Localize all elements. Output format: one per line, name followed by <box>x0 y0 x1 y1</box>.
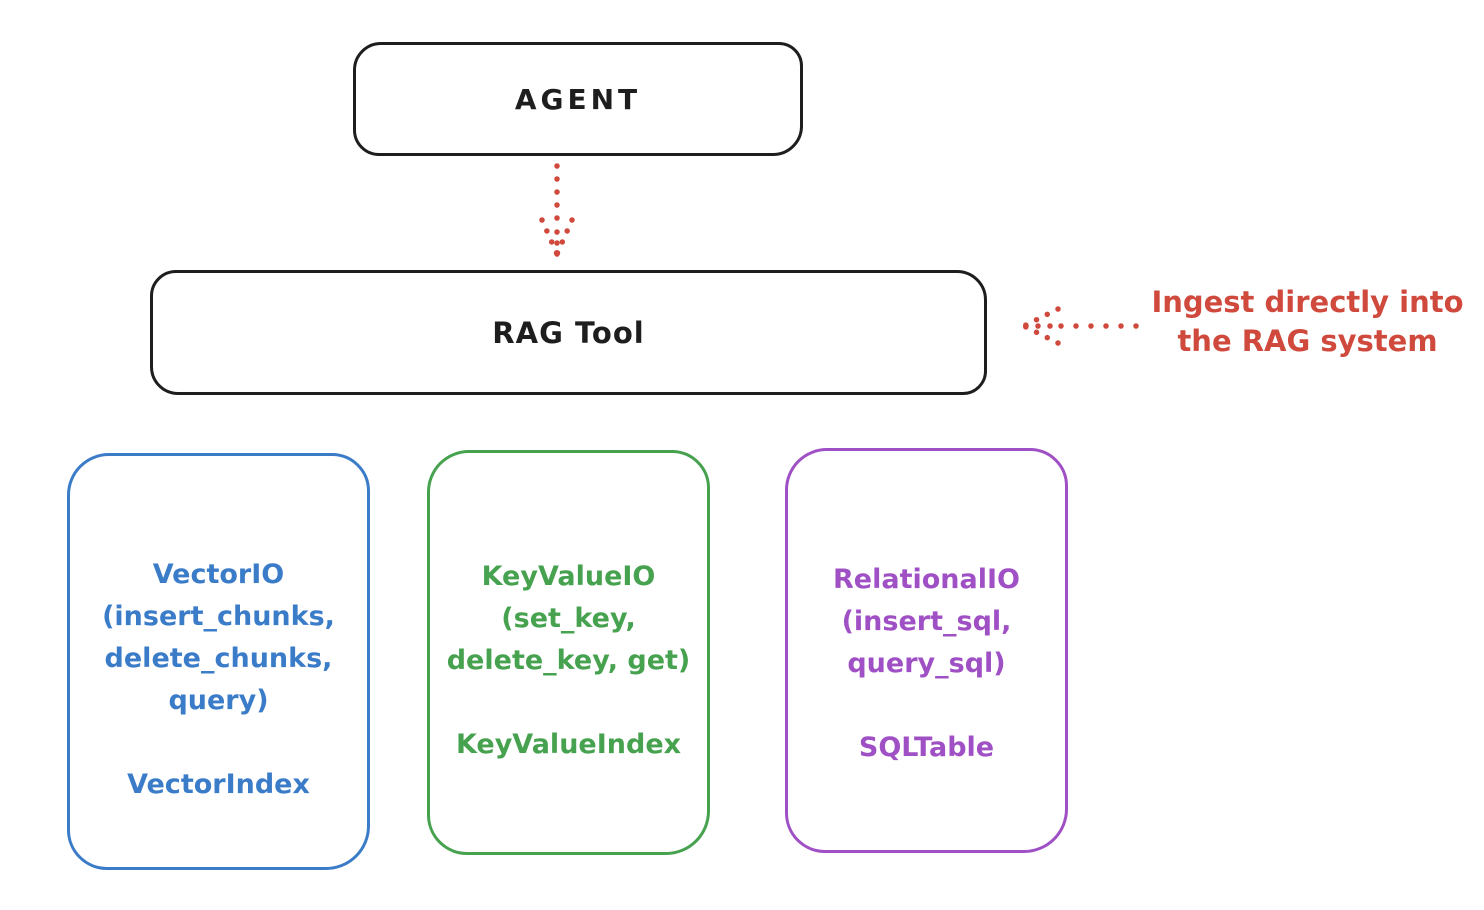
keyvalue-io-line: delete_key, get) <box>446 645 691 676</box>
agent-to-rag-dotted-arrow-icon <box>527 158 587 266</box>
vector-io-line: VectorIO <box>152 559 285 590</box>
ingest-annotation-line1: Ingest directly into <box>1151 285 1464 319</box>
agent-label: AGENT <box>514 82 642 116</box>
relational-io-line: RelationalIO <box>833 564 1020 595</box>
vector-io-line: query) <box>168 685 269 716</box>
keyvalue-io-box: KeyValueIO (set_key, delete_key, get) Ke… <box>427 450 710 855</box>
ingest-annotation: Ingest directly into the RAG system <box>1140 283 1475 361</box>
keyvalue-index-label: KeyValueIndex <box>455 729 682 760</box>
ingest-annotation-line2: the RAG system <box>1177 324 1438 358</box>
rag-tool-box: RAG Tool <box>150 270 987 395</box>
vector-io-line: (insert_chunks, <box>102 601 335 632</box>
relational-io-box: RelationalIO (insert_sql, query_sql) SQL… <box>785 448 1068 853</box>
agent-box: AGENT <box>353 42 803 156</box>
relational-io-line: query_sql) <box>847 648 1006 679</box>
keyvalue-io-line: (set_key, <box>501 603 636 634</box>
keyvalue-io-line: KeyValueIO <box>481 561 656 592</box>
rag-tool-label: RAG Tool <box>492 315 645 350</box>
sql-table-label: SQLTable <box>858 732 995 763</box>
vector-io-line: delete_chunks, <box>104 643 333 674</box>
vector-io-box: VectorIO (insert_chunks, delete_chunks, … <box>67 453 370 870</box>
relational-io-line: (insert_sql, <box>841 606 1012 637</box>
vector-index-label: VectorIndex <box>127 769 310 800</box>
ingest-dotted-arrow-icon <box>1012 298 1147 354</box>
